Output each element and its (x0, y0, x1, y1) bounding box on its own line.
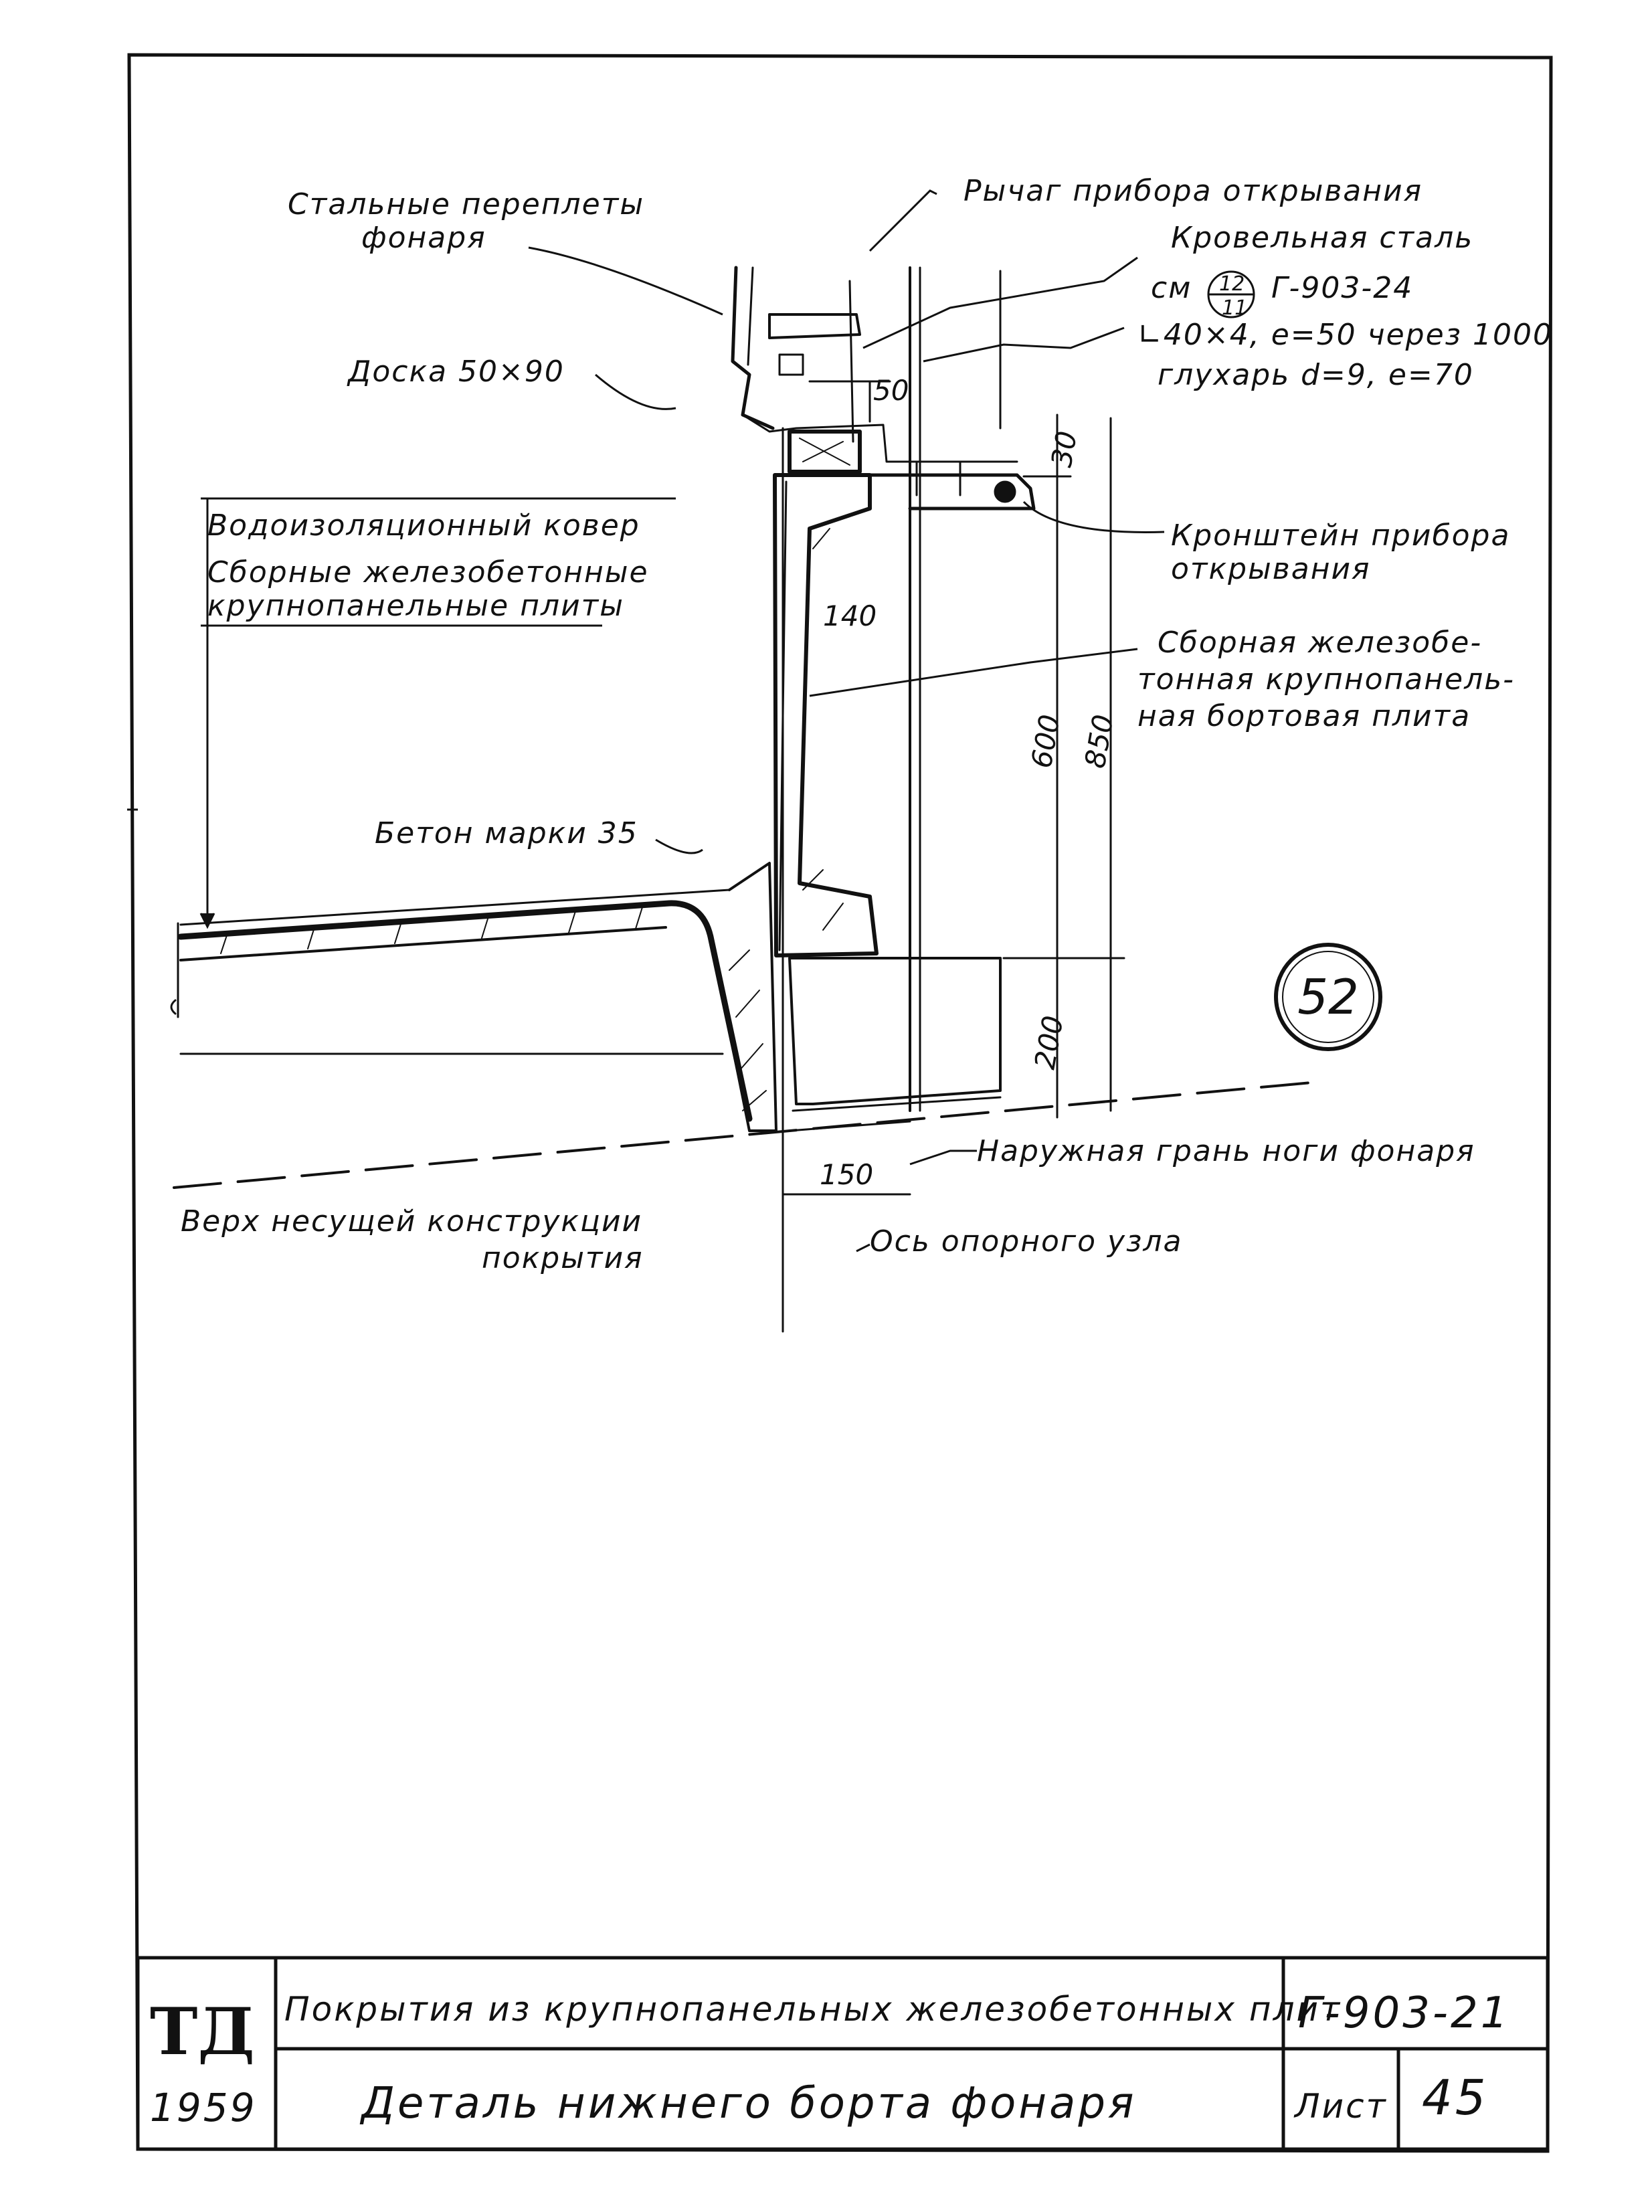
label-bracket-2: открывания (1171, 552, 1371, 586)
label-side-slab-1: Сборная железобе- (1158, 626, 1482, 660)
ref-circle-top: 12 (1219, 272, 1245, 296)
label-slabs-1: Сборные железобетонные (207, 555, 649, 589)
org-mark: ТД (150, 1994, 255, 2069)
label-slabs-2: крупнопанельные плиты (207, 589, 624, 623)
sheet-frame (127, 53, 1553, 2153)
dim-140: 140 (823, 600, 877, 632)
lantern-frame (731, 266, 775, 430)
detail-number: 52 (1297, 969, 1359, 1025)
label-steel-frames-1: Стальные переплеты (288, 187, 644, 221)
dim-200: 200 (1028, 1013, 1070, 1071)
label-roof-steel-ref: Г-903-24 (1271, 271, 1413, 305)
ref-circle: 12 11 (1207, 270, 1255, 320)
dim-600: 600 (1025, 712, 1067, 770)
roof-slab (177, 900, 753, 1122)
label-roof-steel: Кровельная сталь (1171, 221, 1473, 255)
project-code: Г-903-21 (1298, 1989, 1510, 2038)
label-waterproof: Водоизоляционный ковер (207, 509, 640, 543)
label-angle-2: глухарь d=9, е=70 (1158, 358, 1474, 392)
project-title: Покрытия из крупнопанельных железобетонн… (284, 1990, 1342, 2029)
ref-circle-bottom: 11 (1222, 296, 1247, 320)
label-board: Доска 50×90 (347, 355, 565, 389)
sheet-title: Деталь нижнего борта фонаря (359, 2079, 1136, 2128)
label-side-slab-3: ная бортовая плита (1137, 699, 1471, 733)
title-block (136, 1956, 1550, 2151)
label-steel-frames-2: фонаря (361, 221, 486, 255)
dim-850: 850 (1079, 712, 1120, 770)
label-axis: Ось опорного узла (870, 1224, 1183, 1259)
detail-number-circle: 52 (1274, 943, 1382, 1051)
base-box (788, 957, 1002, 1105)
label-lever: Рычаг прибора открывания (963, 174, 1422, 208)
year: 1959 (150, 2085, 257, 2130)
board (788, 430, 862, 474)
label-top-structure-1: Верх несущей конструкции (181, 1204, 642, 1238)
label-ref-prefix: см (1151, 271, 1192, 305)
dim-30: 30 (1045, 429, 1084, 470)
section-geometry (170, 266, 1313, 1333)
title-block-text: ТД 1959 Покрытия из крупнопанельных желе… (150, 1989, 1510, 2130)
bracket-plate (868, 473, 1036, 511)
dim-150: 150 (820, 1158, 873, 1191)
dim-50: 50 (873, 374, 909, 407)
dimensions: 50 30 140 600 850 200 150 (820, 374, 1120, 1191)
label-side-slab-2: тонная крупнопанель- (1137, 662, 1515, 697)
label-outer-face: Наружная грань ноги фонаря (977, 1134, 1475, 1168)
label-angle-1: ∟40×4, е=50 через 1000 (1137, 318, 1553, 352)
sheet-label: Лист (1293, 2087, 1388, 2126)
label-top-structure-2: покрытия (482, 1241, 644, 1275)
leader-lines (199, 189, 1165, 1253)
label-concrete: Бетон марки 35 (375, 816, 638, 850)
dimension-lines (782, 380, 1125, 1196)
label-bracket-1: Кронштейн прибора (1171, 519, 1510, 553)
sheet-number: 45 (1422, 2069, 1489, 2126)
labels: Стальные переплеты фонаря Рычаг прибора … (181, 174, 1553, 1275)
side-panel (773, 473, 879, 957)
